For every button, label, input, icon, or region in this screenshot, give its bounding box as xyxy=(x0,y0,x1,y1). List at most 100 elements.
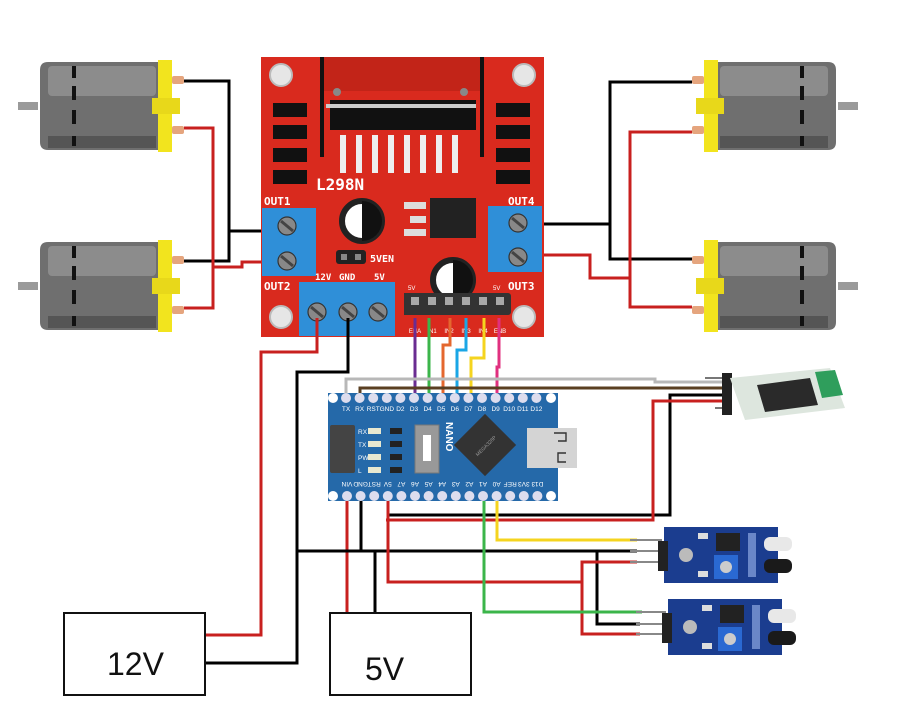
nano-pin-a0[interactable] xyxy=(491,491,502,501)
header-pin-ena[interactable] xyxy=(411,297,419,305)
ir-sensor-2 xyxy=(636,599,796,655)
nano-pin-label: D6 xyxy=(451,406,460,413)
motor-2 xyxy=(18,240,184,332)
wire-bt-vcc xyxy=(386,399,722,522)
led-l xyxy=(368,467,381,473)
nano-pin-a2[interactable] xyxy=(464,491,475,501)
bluetooth-module xyxy=(705,368,845,420)
header-pin-in1[interactable] xyxy=(428,297,436,305)
microcontroller-chip: MEGA328P xyxy=(453,413,517,477)
supply-12v-label: 12V xyxy=(107,646,165,682)
nano-pin-a1[interactable] xyxy=(478,491,488,501)
nano-pin-d7[interactable] xyxy=(463,393,474,403)
nano-pin-gnd[interactable] xyxy=(381,393,392,403)
nano-pin-tx[interactable] xyxy=(341,393,351,403)
nano-pin-label: A2 xyxy=(465,480,473,487)
nano-pin-d3[interactable] xyxy=(409,393,419,403)
led-label: L xyxy=(358,468,362,475)
nano-pin-d10[interactable] xyxy=(504,393,515,403)
motor-1 xyxy=(18,60,184,152)
nano-pin-label: A6 xyxy=(411,480,419,487)
heatsink xyxy=(320,57,484,173)
nano-pin-label: D7 xyxy=(464,406,473,413)
terminal-out1-out2[interactable] xyxy=(262,208,316,276)
jumper-5v-left-label: 5V xyxy=(408,286,415,292)
nano-pin-d4[interactable] xyxy=(422,393,433,403)
nano-pin-a5[interactable] xyxy=(423,491,434,501)
5ven-jumper[interactable] xyxy=(336,250,366,264)
nano-pin-label: TX xyxy=(342,406,351,413)
nano-pin-label: RST xyxy=(368,480,381,487)
nano-pin-a4[interactable] xyxy=(437,491,448,501)
nano-pin-d8[interactable] xyxy=(477,393,487,403)
nano-pin-label: D13 xyxy=(531,480,543,487)
nano-pin-label: D9 xyxy=(491,406,500,413)
header-pin-in3[interactable] xyxy=(462,297,470,305)
nano-pin-label: 3V3 xyxy=(518,480,530,487)
nano-pin-ref[interactable] xyxy=(505,491,516,501)
wire-bt-gnd xyxy=(388,393,722,517)
power-wires xyxy=(202,318,640,665)
wire-in3-d6 xyxy=(455,318,468,398)
header-pin-in4[interactable] xyxy=(479,297,487,305)
supply-12v: 12V xyxy=(63,612,206,696)
nano-pin-vin[interactable] xyxy=(342,491,352,501)
motor-3 xyxy=(692,60,858,152)
5ven-label: 5VEN xyxy=(370,254,394,265)
nano-pin-label: D8 xyxy=(478,406,487,413)
mount-hole xyxy=(269,63,293,87)
nano-pin-label: A7 xyxy=(397,480,405,487)
supply-5v-label: 5V xyxy=(365,651,405,687)
out3-label: OUT3 xyxy=(508,280,535,293)
nano-pin-label: D12 xyxy=(530,406,542,413)
sensor-wires xyxy=(482,497,642,614)
nano-pin-label: D11 xyxy=(517,406,529,413)
nano-pin-gnd[interactable] xyxy=(355,491,366,501)
wire-12v-plus xyxy=(202,318,319,637)
nano-pin-label: GND xyxy=(380,406,395,413)
wire-sensor2-a1 xyxy=(482,497,642,614)
nano-pin-d12[interactable] xyxy=(531,393,542,403)
nano-pin-3v3[interactable] xyxy=(518,491,529,501)
nano-pin-5v[interactable] xyxy=(382,491,393,501)
nano-pin-d2[interactable] xyxy=(395,393,406,403)
wire-tx xyxy=(344,377,722,398)
terminal-out3-out4[interactable] xyxy=(488,206,542,272)
nano-pin-a7[interactable] xyxy=(396,491,407,501)
nano-pin-d9[interactable] xyxy=(490,393,501,403)
header-pin-enb[interactable] xyxy=(496,297,504,305)
motor-4 xyxy=(692,240,858,332)
nano-pin-label: A3 xyxy=(451,480,459,487)
nano-pin-label: D5 xyxy=(437,406,446,413)
nano-pin-d13[interactable] xyxy=(532,491,543,501)
out2-label: OUT2 xyxy=(264,280,291,293)
nano-pin-a3[interactable] xyxy=(450,491,461,501)
wire-12v-minus xyxy=(202,318,350,665)
nano-pin-label: A4 xyxy=(438,480,446,487)
mount-hole xyxy=(512,63,536,87)
nano-pin-d6[interactable] xyxy=(449,393,460,403)
wire-sensor-vcc xyxy=(580,560,640,636)
nano-pin-d5[interactable] xyxy=(436,393,447,403)
led-tx xyxy=(368,441,381,447)
header-pin-in2[interactable] xyxy=(445,297,453,305)
nano-pin-label: RST xyxy=(367,406,380,413)
12v-pin-label: 12V xyxy=(315,273,332,283)
diodes-left xyxy=(273,103,307,184)
mount-hole xyxy=(512,305,536,329)
control-header[interactable] xyxy=(404,293,511,315)
nano-pin-d11[interactable] xyxy=(517,393,528,403)
control-pin-label: IN1 xyxy=(427,329,437,335)
nano-pin-rst[interactable] xyxy=(369,491,380,501)
icsp-header xyxy=(330,425,355,473)
usb-port[interactable] xyxy=(527,428,577,468)
wire-sensor1-a0 xyxy=(495,497,637,542)
nano-label: NANO xyxy=(443,422,454,452)
nano-pin-rst[interactable] xyxy=(368,393,379,403)
nano-pin-a6[interactable] xyxy=(410,491,420,501)
out1-label: OUT1 xyxy=(264,195,291,208)
nano-pin-rx[interactable] xyxy=(354,393,365,403)
nano-pin-label: D4 xyxy=(423,406,432,413)
